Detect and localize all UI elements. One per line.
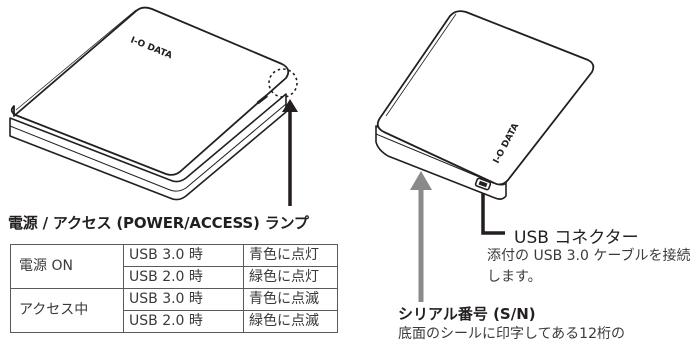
power-access-lamp-title: 電源 / アクセス (POWER/ACCESS) ランプ bbox=[8, 214, 309, 232]
table-row: USB 2.0 時 緑色に点滅 bbox=[11, 310, 338, 333]
table-cell-usb: USB 2.0 時 bbox=[123, 310, 244, 333]
lamp-status-table: 電源 ON USB 3.0 時 青色に点灯 USB 2.0 時 緑色に点灯 アク… bbox=[10, 244, 338, 333]
table-cell-usb: USB 3.0 時 bbox=[123, 288, 244, 311]
usb-connector-title: USB コネクター bbox=[514, 228, 639, 248]
usb-connector-leader bbox=[481, 193, 505, 235]
lamp-arrow bbox=[282, 99, 298, 206]
table-cell-status: 緑色に点灯 bbox=[243, 266, 338, 289]
table-cell-status: 緑色に点滅 bbox=[243, 310, 338, 333]
drive-right-view bbox=[375, 10, 595, 200]
serial-number-description: 底面のシールに印字してある12桁の bbox=[398, 326, 625, 342]
table-cell-usb: USB 2.0 時 bbox=[123, 266, 244, 289]
table-row: USB 2.0 時 緑色に点灯 bbox=[11, 266, 338, 289]
table-cell-group: アクセス中 bbox=[10, 288, 124, 333]
serial-arrow bbox=[410, 171, 432, 302]
table-cell-status: 青色に点灯 bbox=[243, 244, 338, 267]
table-cell-usb: USB 3.0 時 bbox=[123, 244, 244, 267]
drive-left-view bbox=[9, 6, 290, 201]
usb-connector-description: 添付の USB 3.0 ケーブルを接続します。 bbox=[487, 248, 691, 285]
table-cell-group: 電源 ON bbox=[10, 244, 124, 289]
table-cell-status: 青色に点滅 bbox=[243, 288, 338, 311]
power-access-lamp-callout bbox=[268, 68, 298, 98]
table-row: 電源 ON USB 3.0 時 青色に点灯 bbox=[10, 244, 338, 289]
table-row: アクセス中 USB 3.0 時 青色に点滅 bbox=[10, 288, 338, 333]
serial-number-title: シリアル番号 (S/N) bbox=[398, 305, 536, 323]
